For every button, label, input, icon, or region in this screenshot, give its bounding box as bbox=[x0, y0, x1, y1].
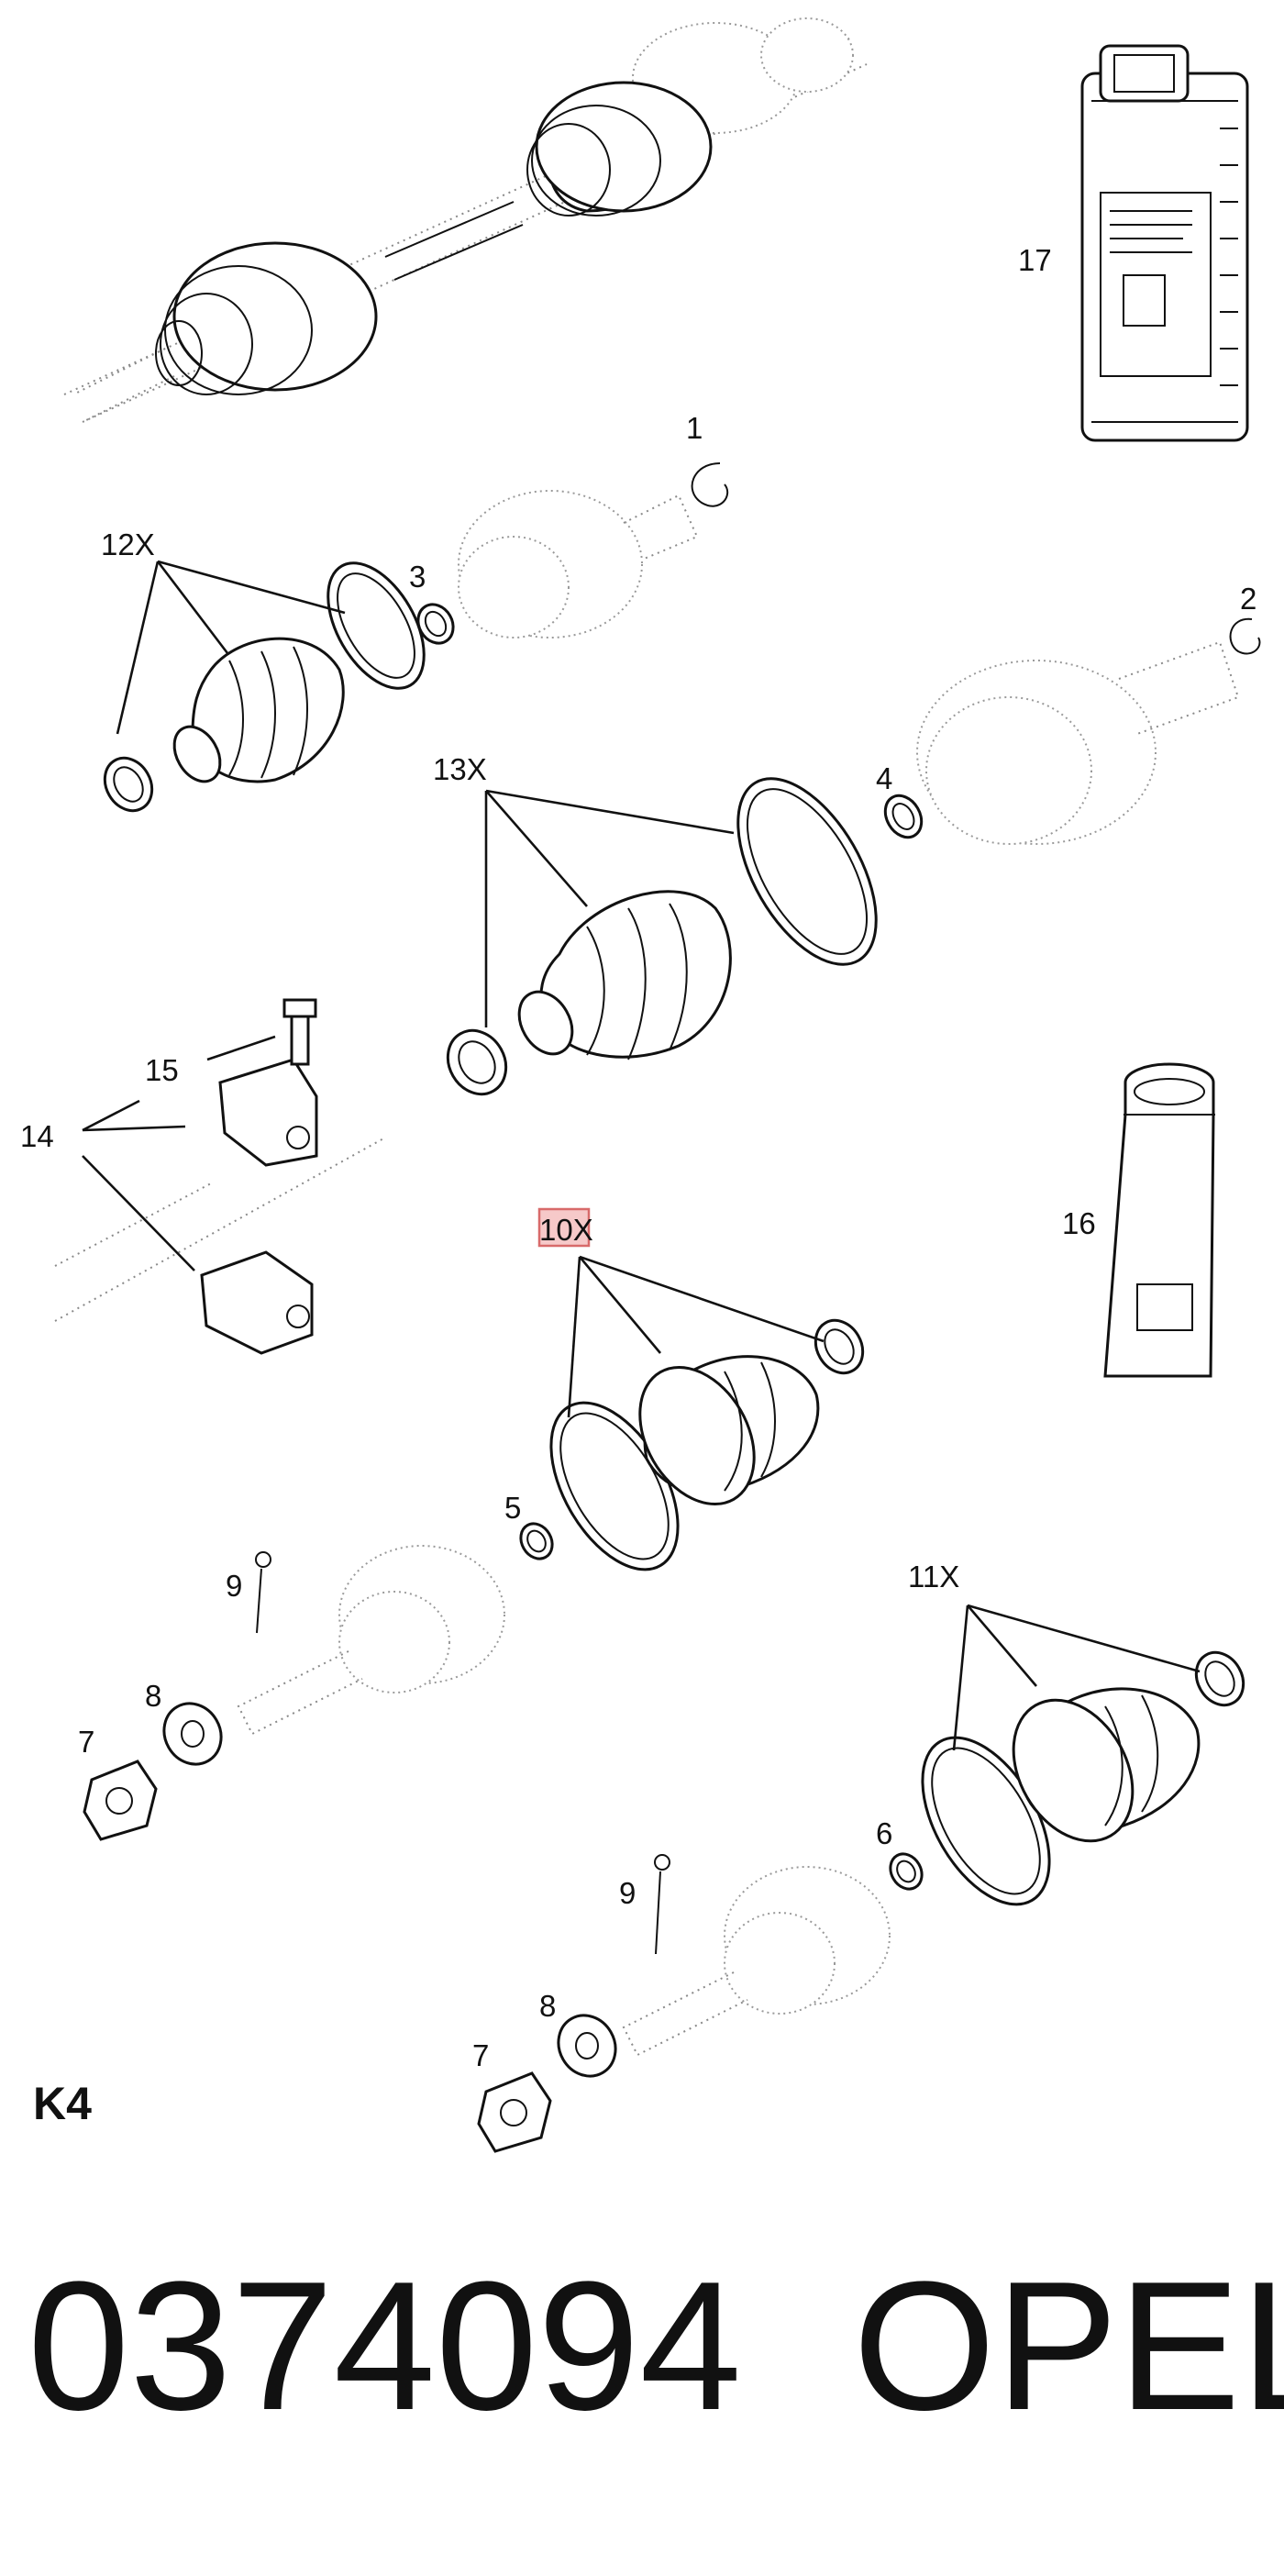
boot-kit-12x bbox=[103, 561, 455, 813]
callout-8a: 8 bbox=[145, 1679, 161, 1713]
drive-shaft-lower-right bbox=[477, 1854, 891, 2153]
callout-9b: 9 bbox=[619, 1876, 636, 1910]
circlip-2 bbox=[1229, 617, 1261, 655]
callout-15: 15 bbox=[145, 1053, 179, 1087]
drive-shaft-assembly-top bbox=[63, 17, 868, 423]
callout-7a: 7 bbox=[78, 1725, 94, 1759]
callout-16: 16 bbox=[1062, 1206, 1096, 1240]
outer-joint-upper bbox=[458, 490, 699, 638]
grease-tube bbox=[1103, 1062, 1215, 1378]
bearing-bracket bbox=[54, 998, 386, 1355]
boot-kit-13x bbox=[446, 777, 924, 1096]
inner-joint-right bbox=[916, 640, 1240, 845]
callout-7b: 7 bbox=[472, 2038, 489, 2072]
boot-kit-10x bbox=[519, 1318, 865, 1571]
callout-4: 4 bbox=[876, 761, 892, 795]
callout-1: 1 bbox=[686, 411, 703, 445]
callout-10x: 10X bbox=[539, 1213, 593, 1247]
callout-13x: 13X bbox=[433, 752, 487, 786]
brand-name: OPEL bbox=[853, 2244, 1284, 2448]
callout-12x: 12X bbox=[101, 527, 155, 561]
callout-2: 2 bbox=[1240, 582, 1256, 616]
callout-9a: 9 bbox=[226, 1569, 242, 1603]
callout-6: 6 bbox=[876, 1816, 892, 1850]
oil-bottle bbox=[1080, 44, 1249, 442]
highlight-box-10x bbox=[537, 1207, 591, 1248]
drive-shaft-lower-left bbox=[83, 1545, 505, 1841]
section-label: K4 bbox=[33, 2078, 92, 2129]
circlip-1 bbox=[691, 462, 729, 507]
callout-5: 5 bbox=[504, 1491, 521, 1525]
callout-14: 14 bbox=[20, 1119, 54, 1153]
callout-3: 3 bbox=[409, 560, 426, 594]
part-number: 0374094 bbox=[28, 2244, 742, 2448]
callout-labels: 1 2 3 4 5 6 7 7 8 8 9 9 10X 11X 12X 13X … bbox=[20, 243, 1256, 2072]
leader-lines bbox=[82, 560, 1201, 1751]
callout-17: 17 bbox=[1018, 243, 1052, 277]
callout-8b: 8 bbox=[539, 1989, 556, 2023]
boot-kit-11x bbox=[889, 1650, 1245, 1906]
callout-11x: 11X bbox=[908, 1560, 959, 1593]
